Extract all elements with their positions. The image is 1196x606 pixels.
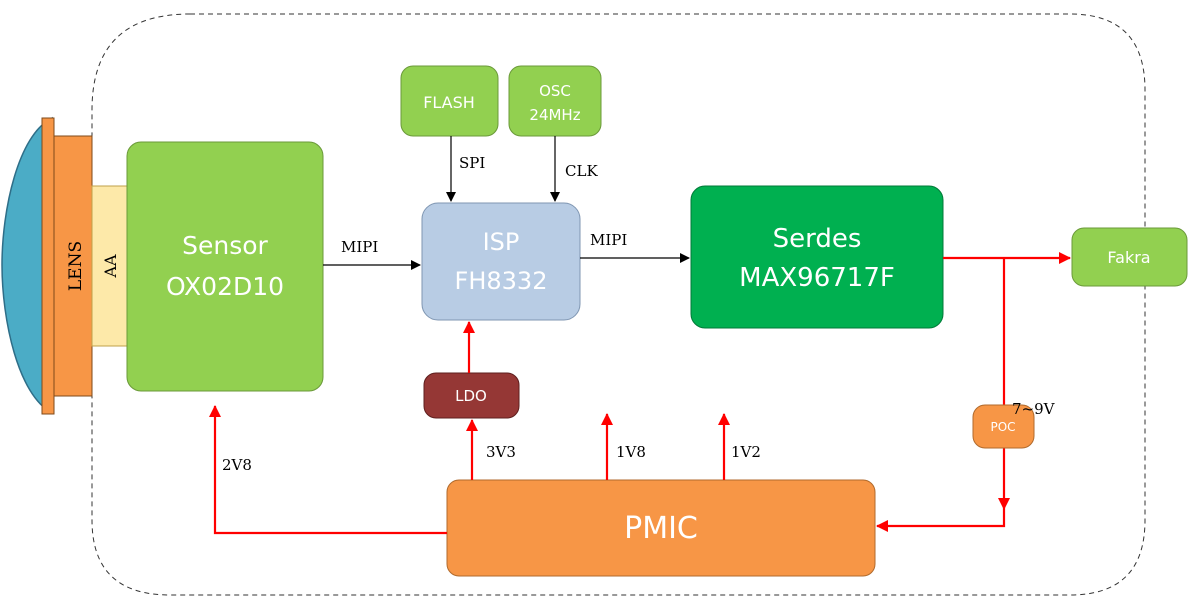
- poc-voltage-label: 7~9V: [1012, 400, 1056, 418]
- camera-housing-outline: [91, 13, 1146, 596]
- flash-label: FLASH: [423, 93, 475, 112]
- fakra-label: Fakra: [1107, 248, 1150, 267]
- power-2v8-arrow: [209, 405, 447, 535]
- serdes-block: [690, 185, 944, 329]
- osc-line2: 24MHz: [529, 106, 580, 124]
- rail-2v8-label: 2V8: [222, 456, 252, 474]
- pmic-block: [446, 479, 876, 577]
- mipi-sensor-isp-label: MIPI: [341, 238, 378, 256]
- sensor-title: Sensor: [182, 231, 268, 260]
- rail-1v8-label: 1V8: [616, 443, 646, 461]
- osc-block: [508, 65, 602, 137]
- poc-block: [972, 404, 1035, 449]
- serdes-title: Serdes: [773, 224, 862, 254]
- mipi-isp-serdes-label: MIPI: [590, 231, 627, 249]
- poc-label: POC: [990, 420, 1015, 434]
- aa-label: AA: [101, 254, 120, 279]
- isp-block: [421, 202, 581, 321]
- serdes-part: MAX96717F: [739, 263, 895, 293]
- lens-label: LENS: [66, 241, 86, 291]
- ldo-block: [423, 372, 520, 419]
- rail-3v3-label: 3V3: [486, 443, 516, 461]
- isp-title: ISP: [483, 228, 520, 256]
- lens-rim: [41, 117, 55, 415]
- osc-line1: OSC: [539, 82, 571, 100]
- sensor-block: [126, 141, 324, 392]
- aa-block: [91, 185, 129, 347]
- pmic-label: PMIC: [624, 511, 698, 546]
- ldo-label: LDO: [455, 387, 487, 405]
- isp-part: FH8332: [455, 267, 548, 295]
- clk-label: CLK: [565, 162, 598, 180]
- poc-to-pmic-arrow: [876, 448, 1006, 532]
- rail-1v2-label: 1V2: [731, 443, 761, 461]
- lens-dome: [1, 116, 53, 415]
- lens-barrel: [53, 135, 93, 397]
- lens: LENS: [1, 116, 93, 415]
- fakra-block: [1071, 227, 1188, 287]
- spi-label: SPI: [459, 154, 485, 172]
- poc-down-arrowhead: [998, 498, 1010, 510]
- flash-block: [400, 65, 499, 137]
- sensor-part: OX02D10: [166, 272, 284, 301]
